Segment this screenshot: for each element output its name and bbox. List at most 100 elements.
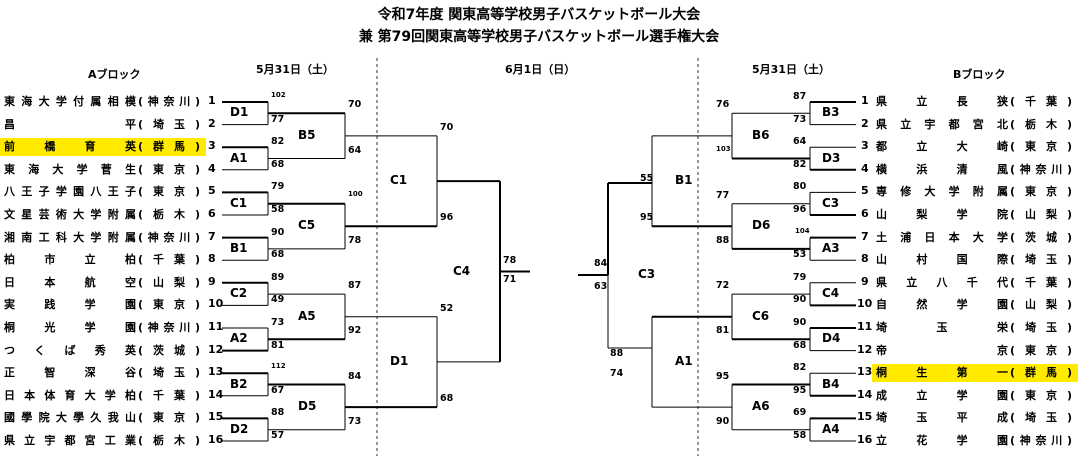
right-r1-score-bottom: 58 [793,430,807,441]
left-r1-label: B1 [230,240,248,255]
right-team-1: 県立長狭(千葉) [872,93,1078,111]
date-center-header: 6月1日（日） [505,63,576,76]
right-seed-8: 8 [861,252,869,266]
team-name: 県立宇都宮北 [876,117,1008,131]
team-prefecture: (埼玉) [1010,321,1072,334]
left-r1-score-top: 90 [271,226,285,238]
right-team-3: 都立大崎(東京) [872,138,1078,156]
right-r2-score-bottom: 88 [716,234,730,246]
right-team-12: 帝京(東京) [872,342,1078,360]
left-r1-score-bottom: 81 [271,339,285,351]
right-r3-score-top: 88 [610,347,624,359]
title-line-2: 兼 第79回関東高等学校男子バスケットボール選手権大会 [358,29,720,45]
team-name: 文星芸術大学附属 [4,208,136,221]
right-team-4: 横浜清風(神奈川) [872,161,1078,179]
left-seed-3: 3 [208,139,216,153]
right-r2-label: A6 [752,399,770,414]
left-team-9: 日本航空(山梨) [0,274,206,292]
right-r1-label: C3 [822,195,840,210]
team-prefecture: (埼玉) [138,366,200,380]
left-team-5: 八王子学園八王子(東京) [0,183,206,201]
right-r1-score-top: 104 [795,226,810,235]
right-r2-score-top: 72 [716,280,730,292]
left-team-13: 正智深谷(埼玉) [0,364,206,382]
left-r1-score-top: 89 [271,271,285,283]
team-prefecture: (神奈川) [1010,434,1072,447]
right-team-8: 山村国際(埼玉) [872,251,1078,269]
left-r1-score-bottom: 58 [271,204,285,215]
team-prefecture: (栃木) [138,208,200,221]
left-seed-13: 13 [208,365,224,379]
team-prefecture: (千葉) [138,388,200,402]
left-r1-score-bottom: 49 [271,294,285,306]
right-r1-label: A4 [822,421,840,436]
right-seed-10: 10 [857,297,873,311]
right-r1-score-bottom: 53 [793,249,807,261]
team-name: つくば秀英 [4,343,136,357]
title-line-1: 令和7年度 関東高等学校男子バスケットボール大会 [377,7,701,23]
left-seed-4: 4 [208,161,216,175]
team-prefecture: (神奈川) [138,321,200,334]
left-seed-10: 10 [208,297,224,311]
right-r1-label: B3 [822,105,840,120]
right-r1-label: D3 [822,150,841,165]
team-name: 県立八千代 [876,275,1008,289]
left-r2-label: B5 [298,127,316,142]
team-name: 桐生第一 [876,366,1008,380]
left-final-score-bottom: 71 [503,273,517,285]
team-prefecture: (山梨) [138,275,200,289]
right-r1-label: C4 [822,286,840,301]
right-seed-11: 11 [857,320,873,333]
right-seed-4: 4 [861,161,869,175]
right-team-15: 埼玉平成(埼玉) [872,409,1078,427]
left-r1-label: C1 [230,195,248,210]
right-seed-13: 13 [857,365,873,379]
left-r1-score-top: 112 [271,362,286,371]
team-name: 県立長狭 [876,95,1008,108]
team-prefecture: (神奈川) [138,230,200,244]
team-prefecture: (埼玉) [1010,411,1072,425]
left-seed-14: 14 [208,387,224,401]
right-seed-1: 1 [861,94,869,107]
left-team-7: 湘南工科大学附属(神奈川) [0,229,206,247]
right-r1-score-bottom: 73 [793,113,807,125]
left-team-4: 東海大学菅生(東京) [0,161,206,179]
block-a-header: Aブロック [88,68,141,81]
left-r2-label: D5 [298,399,317,414]
right-r1-score-top: 69 [793,407,807,419]
left-team-14: 日本体育大学柏(千葉) [0,387,206,405]
right-r1-score-top: 64 [793,136,807,148]
left-r2-score-bottom: 92 [348,325,362,337]
left-team-11: 桐光学園(神奈川) [0,319,206,337]
left-r1-score-bottom: 67 [271,384,285,396]
team-name: 前橋育英 [4,140,136,154]
right-seed-15: 15 [857,410,873,424]
right-r1-score-top: 79 [793,271,807,283]
team-name: 桐光学園 [4,321,136,334]
right-team-6: 山梨学院(山梨) [872,206,1078,224]
left-r2-score-top: 87 [348,280,362,292]
left-r1-score-bottom: 57 [271,430,285,441]
right-r2-score-bottom: 103 [716,144,731,153]
left-r3-score-bottom: 68 [440,393,454,405]
right-team-5: 専修大学附属(東京) [872,183,1078,201]
team-name: 日本体育大学柏 [4,388,136,402]
right-r3-label: A1 [675,353,693,368]
team-name: 柏市立柏 [4,253,136,267]
right-seed-7: 7 [861,229,869,243]
right-final-label: C3 [638,267,656,281]
team-name: 日本航空 [4,275,136,289]
left-r2-score-bottom: 73 [348,415,362,427]
team-name: 県立宇都宮工業 [4,434,136,447]
team-name: 自然学園 [876,298,1008,312]
team-name: 山梨学院 [876,208,1008,221]
left-r1-score-bottom: 68 [271,249,285,261]
left-seed-2: 2 [208,116,216,130]
team-name: 東海大学菅生 [4,162,136,176]
left-seed-1: 1 [208,94,216,107]
team-name: 帝京 [876,343,1008,357]
right-seed-14: 14 [857,387,873,401]
team-prefecture: (茨城) [138,343,200,357]
left-team-10: 実践学園(東京) [0,296,206,314]
left-final-label: C4 [453,263,471,278]
